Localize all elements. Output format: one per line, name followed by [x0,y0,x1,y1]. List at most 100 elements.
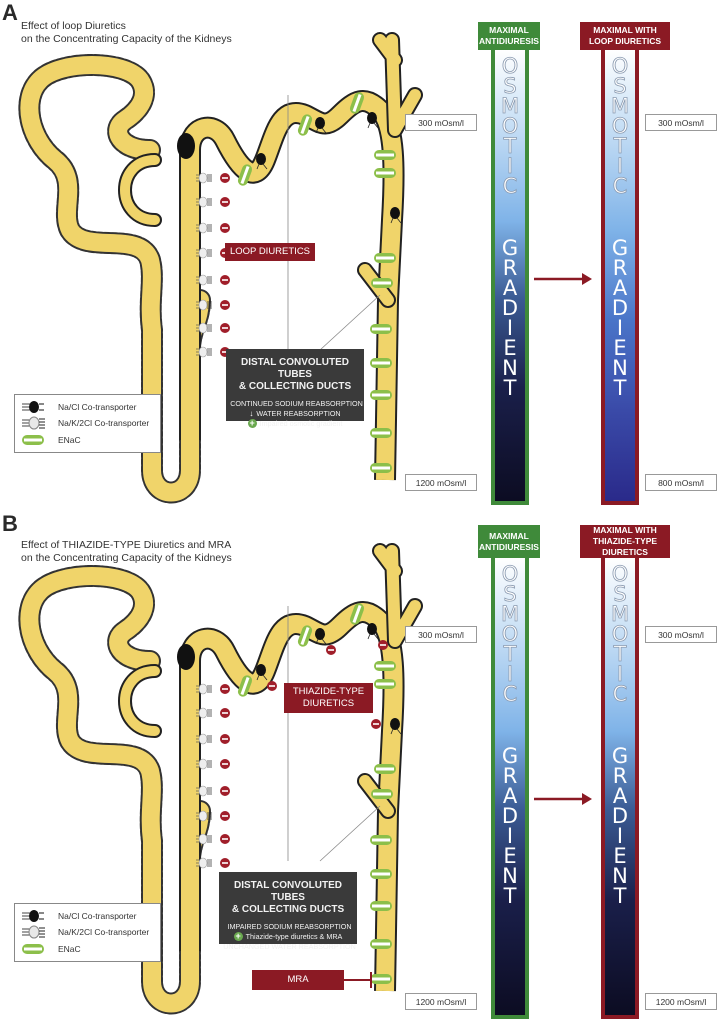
panel-letter: A [2,0,18,25]
box-heading: DISTAL CONVOLUTED TUBES [234,880,342,903]
gradient-letter: G [501,236,519,260]
enac-channels [237,603,396,984]
enac-channel-icon [237,675,253,697]
osmotic-gradient-bar-antidiuresis: OSMOTICGRADIENTOSMOTICGRADIENT [491,558,529,1019]
gradient-letter: C [612,682,628,706]
minus-icon [220,858,230,868]
maximal-antidiuresis-header: MAXIMAL ANTIDIURESIS [478,22,540,50]
gradient-letter: T [613,134,627,158]
gradient-letter: E [613,336,627,360]
dct-info-box: DISTAL CONVOLUTED TUBES & COLLECTING DUC… [219,872,357,951]
enac-channel-icon [237,164,253,186]
gradient-letter: E [503,844,517,868]
enac-channel-icon [370,939,392,949]
legend-item: Na/K/2Cl Co-transporter [20,416,149,430]
nkcc-transporter-icon [196,172,212,184]
ncc-transporter-icon [315,117,327,134]
box-line-2: ↓WATER REABSORPTION [249,409,341,418]
gradient-letter: O [501,54,519,78]
gradient-letter: O [501,622,519,646]
enac-channel-icon [370,324,392,334]
nkcc-transporter-icon [196,810,212,822]
minus-icon [378,640,388,650]
nkcc-transporter-icon [196,346,212,358]
gradient-letter: A [502,276,518,300]
gradient-letter: S [503,74,517,98]
box-heading: & COLLECTING DUCTS [231,904,345,915]
title-line-2: on the Concentrating Capacity of the Kid… [21,552,232,564]
enac-channel-icon [370,974,392,984]
nkcc-transporter-icon [196,322,212,334]
title-line-2: on the Concentrating Capacity of the Kid… [21,33,232,45]
gradient-letter: N [612,356,628,380]
gradient-letter: S [613,74,627,98]
enac-channel-icon [374,661,396,671]
maximal-antidiuresis-header: MAXIMAL ANTIDIURESIS [478,525,540,558]
ncc-transporter-icon [390,207,402,224]
gradient-letter: M [610,602,630,626]
gradient-letter: S [613,582,627,606]
comparison-arrow-icon [534,273,592,285]
gradient-letter: I [616,154,624,178]
minus-icon [267,681,277,691]
minus-icon [220,323,230,333]
minus-icon [220,223,230,233]
box-heading: DISTAL CONVOLUTED TUBES [241,357,349,380]
gradient-letter: O [611,54,629,78]
gradient-letter: G [611,744,629,768]
legend: Na/Cl Co-transporter Na/K/2Cl Co-transpo… [14,394,161,453]
gradient-letter: G [501,744,519,768]
minus-icon [220,759,230,769]
panel-title: Effect of THIAZIDE-TYPE Diuretics and MR… [21,539,232,565]
down-arrow-icon: ↓ [249,409,254,418]
macula-densa [177,644,195,670]
title-line-1: Effect of loop Diuretics [21,20,126,32]
box-line-3: UNCHANGED WATER REABSORPTION [223,942,356,951]
enac-channel-icon [349,603,365,625]
nephron-diagram [18,32,423,504]
gradient-letter: A [612,784,628,808]
dct-info-box: DISTAL CONVOLUTED TUBES & COLLECTING DUC… [226,349,364,428]
ncc-transporter-icon [315,628,327,645]
box-heading: & COLLECTING DUCTS [238,381,352,392]
minus-icon [220,173,230,183]
legend: Na/Cl Co-transporter Na/K/2Cl Co-transpo… [14,903,161,962]
plus-icon: + [233,931,243,941]
nkcc-transporters [196,172,230,358]
proximal-tubule [18,54,211,504]
gradient-letter: T [503,134,517,158]
nkcc-transporter-icon [196,707,212,719]
gradient-letter: N [612,864,628,888]
enac-channel-icon [371,278,393,288]
minus-icon [326,645,336,655]
gradient-letter: O [501,562,519,586]
box-line-1: CONTINUED SODIUM REABSORPTION [230,399,363,408]
enac-channels [237,92,396,473]
minus-icon [220,275,230,285]
minus-icon [220,834,230,844]
enac-channel-icon [370,901,392,911]
minus-icon [371,719,381,729]
enac-channel-icon [374,168,396,178]
gradient-letter: O [611,114,629,138]
minus-icon [220,684,230,694]
gradient-letter: O [611,562,629,586]
na-cl-cotransporter-icon [22,401,44,413]
gradient-letter: R [612,764,628,788]
nkcc-transporter-icon [196,785,212,797]
enac-channel-icon [297,114,313,136]
enac-channel-icon [374,253,396,263]
legend-item: Na/Cl Co-transporter [20,909,136,923]
gradient-letter: I [506,662,514,686]
enac-channel-icon [370,390,392,400]
enac-channel-icon [374,679,396,689]
minus-icon [220,786,230,796]
enac-channel-icon [370,869,392,879]
macula-densa [177,133,195,159]
panel-b-thiazide-mra: B Effect of THIAZIDE-TYPE Diuretics and … [0,511,718,1022]
right-top-osmolality: 300 mOsm/l [645,626,717,643]
title-line-1: Effect of THIAZIDE-TYPE Diuretics and MR… [21,539,232,551]
osmotic-gradient-bar-with-diuretics: OSMOTICGRADIENTOSMOTICGRADIENT [601,50,639,505]
gradient-letter: N [502,356,518,380]
gradient-letter: D [501,804,519,828]
